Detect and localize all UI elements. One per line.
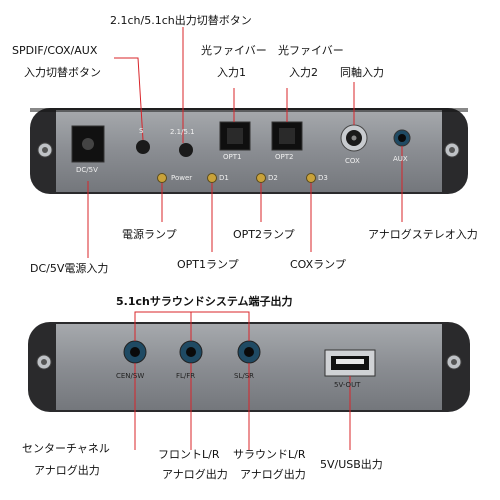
panel-label-d3: D3 (318, 174, 328, 182)
callout-surround-line2: アナログ出力 (240, 468, 306, 481)
d2-led-icon (256, 173, 266, 183)
panel-label-sl: SL/SR (234, 372, 255, 380)
d1-led-icon (207, 173, 217, 183)
panel-label-d2: D2 (268, 174, 278, 182)
panel-label-cen: CEN/SW (116, 372, 145, 380)
panel-label-mode: 2.1/5.1 (170, 128, 195, 136)
top-device (30, 108, 468, 194)
panel-label-fl: FL/FR (176, 372, 196, 380)
callout-center-line2: アナログ出力 (34, 464, 100, 477)
callout-cox-lamp: COXランプ (290, 258, 346, 271)
callout-front-line1: フロントL/R (158, 448, 220, 461)
panel-label-opt1: OPT1 (223, 153, 242, 161)
callout-lines (87, 27, 403, 450)
panel-label-d1: D1 (219, 174, 229, 182)
power-led-icon (157, 173, 167, 183)
callout-optical1-line1: 光ファイバー (201, 44, 267, 57)
callout-optical1-line2: 入力1 (217, 66, 246, 79)
panel-label-usb: 5V-OUT (334, 381, 361, 389)
callout-input-switch-line1: SPDIF/COX/AUX (12, 44, 98, 57)
d3-led-icon (306, 173, 316, 183)
callout-input-switch-line2: 入力切替ボタン (24, 66, 101, 79)
callout-surround-line1: サラウンドL/R (233, 448, 306, 461)
callout-front-line2: アナログ出力 (162, 468, 228, 481)
callout-coax-in: 同軸入力 (340, 66, 384, 79)
callout-opt1-lamp: OPT1ランプ (177, 258, 239, 271)
panel-label-cox: COX (345, 157, 360, 165)
callout-mode-switch: 2.1ch/5.1ch出力切替ボタン (110, 14, 252, 27)
callout-analog-in: アナログステレオ入力 (368, 228, 478, 241)
callout-optical2-line1: 光ファイバー (278, 44, 344, 57)
callout-power-lamp: 電源ランプ (122, 228, 177, 241)
callout-center-line1: センターチャネル (22, 442, 110, 455)
panel-label-aux: AUX (393, 155, 408, 163)
callout-usb: 5V/USB出力 (320, 458, 383, 471)
panel-label-power: Power (171, 174, 193, 182)
panel-label-dc: DC/5V (76, 166, 98, 174)
callout-dc-in: DC/5V電源入力 (30, 262, 109, 275)
bottom-title: 5.1chサラウンドシステム端子出力 (116, 295, 293, 308)
panel-label-s: S (139, 127, 144, 135)
panel-label-opt2: OPT2 (275, 153, 294, 161)
callout-optical2-line2: 入力2 (289, 66, 318, 79)
callout-opt2-lamp: OPT2ランプ (233, 228, 295, 241)
